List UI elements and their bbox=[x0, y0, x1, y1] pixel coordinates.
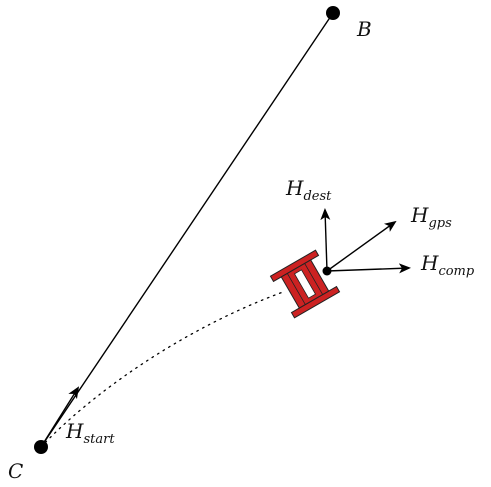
gps-heading-arrow bbox=[326, 220, 397, 272]
start-heading-arrow bbox=[40, 386, 80, 448]
dest-heading-label: Hdest bbox=[285, 176, 332, 204]
point-c-label: C bbox=[8, 459, 23, 483]
robot-center-dot bbox=[322, 266, 332, 276]
comp-heading-arrow bbox=[326, 263, 411, 274]
gps-heading-sub: gps bbox=[428, 216, 452, 231]
robot-trajectory bbox=[40, 291, 284, 448]
point-b-label: B bbox=[356, 17, 372, 41]
robot-stripe-left bbox=[286, 273, 306, 305]
robot-stripe-right bbox=[304, 263, 324, 295]
robot-window bbox=[293, 269, 317, 299]
comp-heading-base: H bbox=[420, 251, 439, 275]
dest-heading-arrow bbox=[320, 208, 331, 272]
start-heading-base: H bbox=[65, 419, 84, 443]
dest-heading-sub: dest bbox=[303, 189, 332, 204]
dest-heading-base: H bbox=[285, 176, 304, 200]
point-c bbox=[34, 440, 48, 454]
start-heading-sub: start bbox=[83, 432, 115, 447]
point-b bbox=[326, 6, 340, 20]
start-heading-label: Hstart bbox=[65, 419, 115, 447]
gps-heading-base: H bbox=[410, 203, 429, 227]
gps-heading-label: Hgps bbox=[410, 203, 452, 231]
comp-heading-label: Hcomp bbox=[420, 251, 475, 279]
robot-vehicle bbox=[269, 249, 341, 319]
comp-heading-sub: comp bbox=[438, 264, 474, 279]
path-line-c-to-b bbox=[40, 12, 334, 448]
